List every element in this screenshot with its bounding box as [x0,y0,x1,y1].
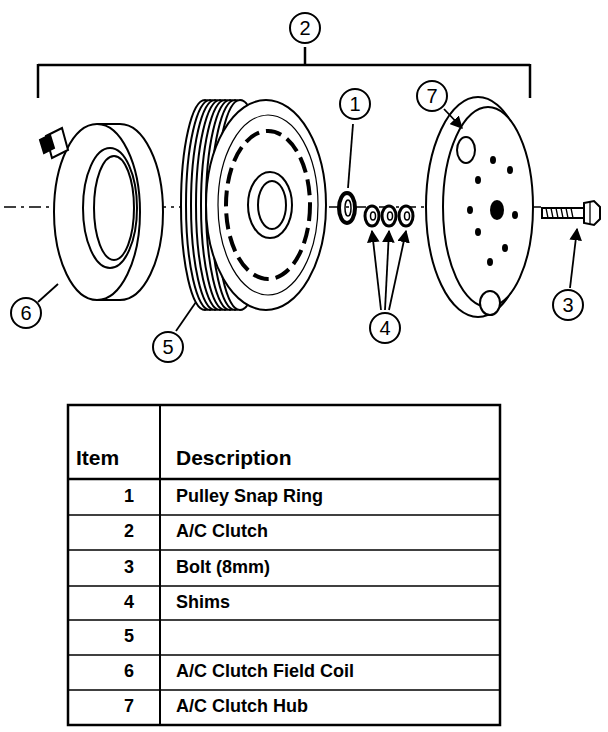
parts-table [68,405,500,725]
callout-number: 2 [299,18,310,38]
item-description: A/C Clutch Hub [176,697,308,717]
item-number: 4 [90,593,134,613]
callout-circle: 3 [552,289,584,321]
callout-number: 6 [20,303,31,323]
callout-circle: 6 [10,297,42,329]
item-number: 6 [90,662,134,682]
callout-circle: 4 [369,312,401,344]
shims [365,206,413,226]
item-description: Bolt (8mm) [176,558,270,578]
callout-circle: 1 [339,88,371,120]
callout-circle: 5 [152,331,184,363]
item-number: 5 [90,627,134,647]
group-bracket [38,47,530,98]
clutch-hub [426,97,533,317]
callout-number: 5 [162,337,173,357]
item-description: A/C Clutch Field Coil [176,662,354,682]
callout-circle: 2 [289,12,321,44]
callout-number: 3 [562,295,573,315]
field-coil [40,124,163,300]
item-number: 3 [90,558,134,578]
table-header: Description [176,446,292,469]
callout-number: 1 [349,94,360,114]
item-description: Shims [176,593,230,613]
bolt [542,201,600,225]
leader-lines [38,109,577,331]
item-number: 1 [90,487,134,507]
pulley [181,100,326,310]
item-description: A/C Clutch [176,522,268,542]
callout-number: 4 [379,318,390,338]
callout-number: 7 [426,86,437,106]
table-header: Item [76,446,119,469]
callout-circle: 7 [416,80,448,112]
item-number: 2 [90,522,134,542]
snap-ring [339,193,355,223]
item-description: Pulley Snap Ring [176,487,323,507]
item-number: 7 [90,697,134,717]
